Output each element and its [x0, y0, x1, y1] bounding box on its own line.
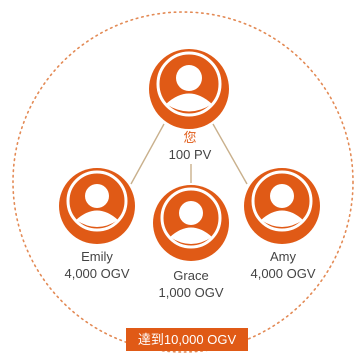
grace-avatar-icon	[153, 185, 229, 261]
root-name: 您	[183, 130, 197, 145]
outer-dotted-ring	[12, 11, 354, 353]
emily-name: Emily	[81, 249, 113, 264]
amy-name: Amy	[269, 249, 296, 264]
grace-value: 1,000 OGV	[158, 285, 224, 300]
connector-root-right	[212, 123, 248, 185]
emily-label: Emily 4,000 OGV	[64, 248, 129, 282]
root-avatar-icon	[149, 49, 229, 129]
goal-banner-bg	[126, 328, 248, 351]
amy-avatar-icon	[244, 168, 320, 244]
grace-label: Grace 1,000 OGV	[158, 267, 223, 301]
amy-value: 4,000 OGV	[250, 266, 316, 281]
goal-banner: 達到10,000 OGV	[137, 332, 237, 347]
emily-value: 4,000 OGV	[64, 266, 130, 281]
amy-label: Amy 4,000 OGV	[250, 248, 315, 282]
grace-name: Grace	[173, 268, 209, 283]
connector-root-left	[130, 123, 165, 185]
root-value: 100 PV	[168, 147, 212, 162]
root-label: 您 100 PV	[169, 129, 212, 163]
emily-avatar-icon	[59, 168, 135, 244]
